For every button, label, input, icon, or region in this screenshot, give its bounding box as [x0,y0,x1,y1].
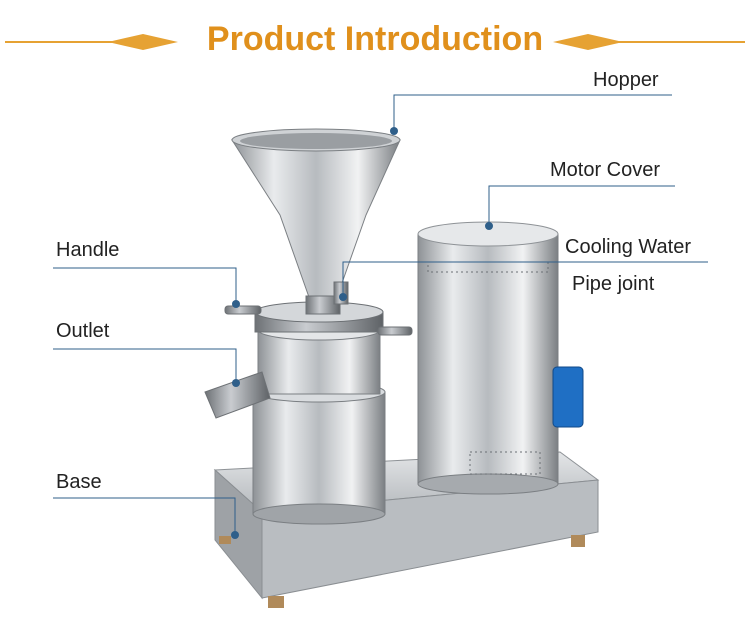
base-foot [219,536,231,544]
base-dot [231,531,239,539]
handle-label: Handle [56,239,120,261]
page-title: Product Introduction [206,20,544,58]
junction-box [552,366,584,428]
outlet-dot [232,379,240,387]
handle-dot [232,300,240,308]
header-rule-left [5,41,115,43]
handle-bar-right [377,326,413,336]
motor-cover-label: Motor Cover [550,159,661,181]
cooling-water-dot [339,293,347,301]
grinding-chamber [257,329,381,395]
header-ornament-left [108,34,178,50]
hopper-label: Hopper [593,69,659,91]
header-ornament-right [553,34,623,50]
outlet-label: Outlet [56,320,110,342]
motor-cover-top [417,221,559,247]
motor-cover-leader [488,185,675,226]
outlet-leader [53,348,237,383]
motor-vent-bottom [469,451,541,475]
base-foot [571,535,585,547]
cooling-water-label: Cooling Water [565,236,691,258]
base-label: Base [56,471,102,493]
outlet-chute [204,371,271,419]
cooling-water-leader [342,261,708,297]
hopper-dot [390,127,398,135]
base-foot [268,596,284,608]
handle-bar-left [224,305,262,315]
mill-lower-body [252,391,386,515]
header-rule-right [618,41,745,43]
hopper-leader [393,94,672,131]
handle-leader [53,267,237,304]
pipe-joint-label: Pipe joint [572,273,655,295]
motor-cover-dot [485,222,493,230]
base-leader [53,497,236,535]
